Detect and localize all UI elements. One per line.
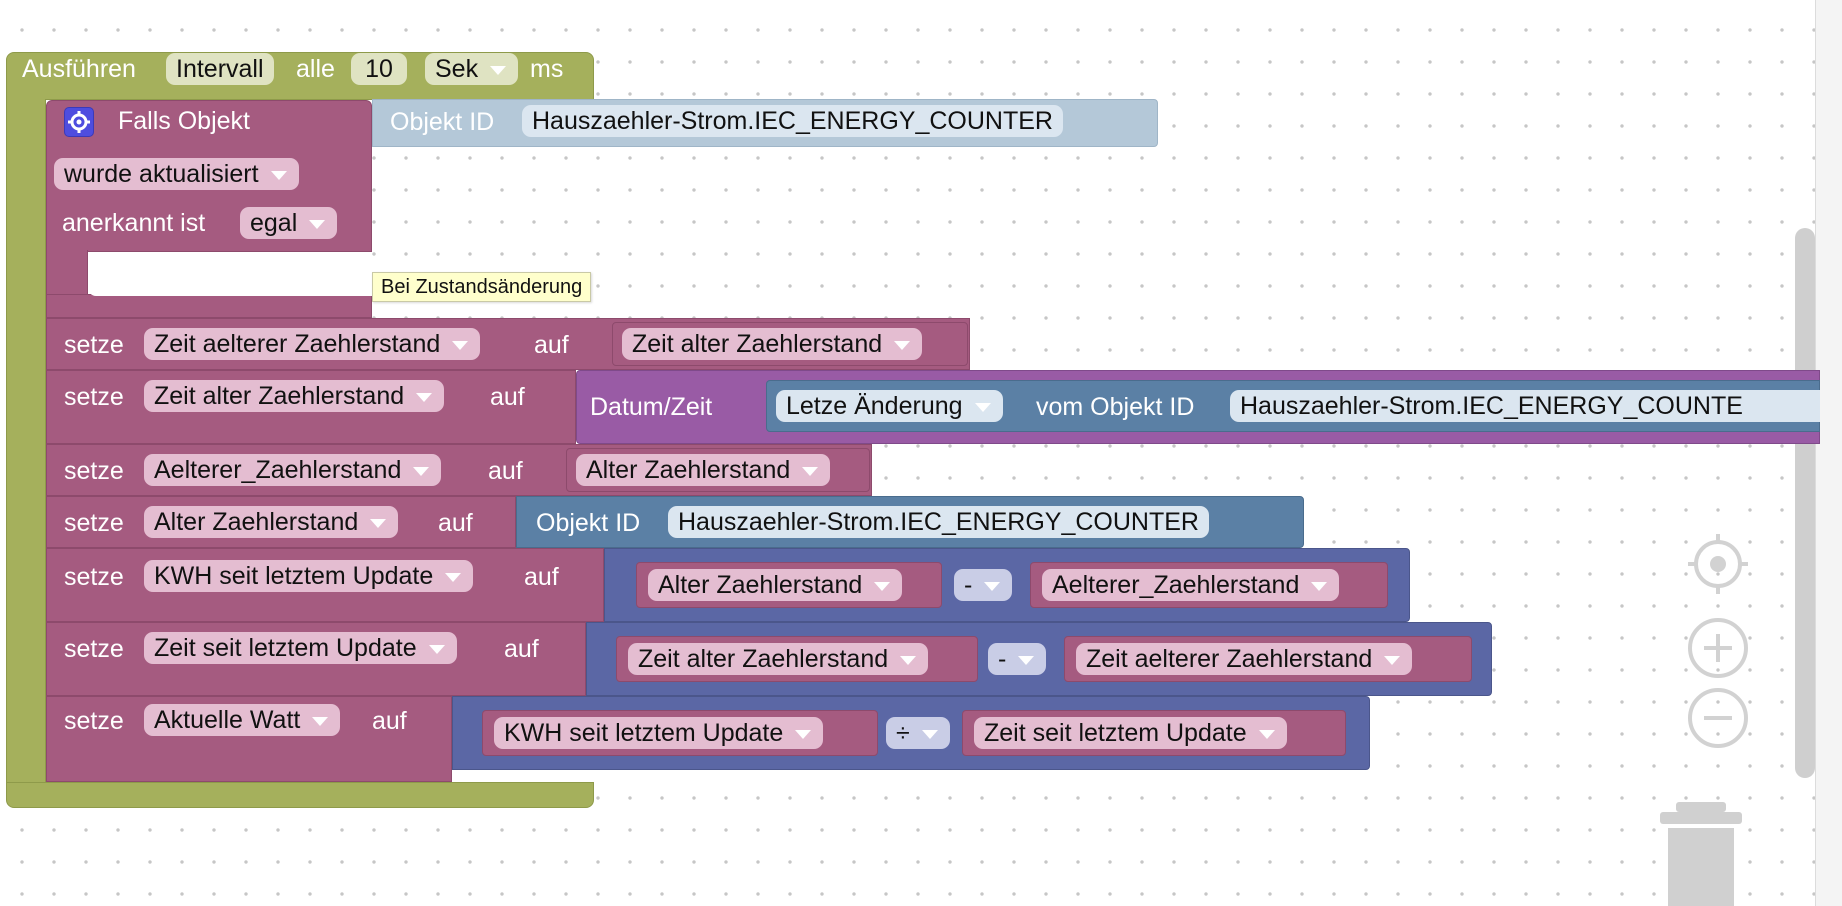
trigger-object-id-label: Objekt ID — [390, 108, 495, 136]
variable-dropdown[interactable]: KWH seit letztem Update — [144, 560, 474, 592]
zoom-in-icon[interactable] — [1686, 616, 1750, 680]
object-id-label: Objekt ID — [536, 509, 641, 537]
value-variable-dropdown[interactable]: Zeit alter Zaehlerstand — [622, 328, 923, 360]
to-keyword: auf — [438, 509, 473, 537]
variable-dropdown[interactable]: Alter Zaehlerstand — [144, 506, 399, 538]
variable-dropdown[interactable]: Zeit seit letztem Update — [144, 632, 457, 664]
variable-dropdown[interactable]: Aktuelle Watt — [144, 704, 341, 736]
interval-block-footer — [6, 782, 594, 808]
tooltip: Bei Zustandsänderung — [372, 272, 592, 302]
from-object-label: vom Objekt ID — [1036, 393, 1195, 421]
to-keyword: auf — [534, 331, 569, 359]
assignment-stack-bottom — [46, 768, 452, 782]
set-keyword: setze — [64, 509, 124, 537]
unit-suffix-label: ms — [530, 55, 564, 83]
set-keyword: setze — [64, 635, 124, 663]
variable-dropdown[interactable]: Aelterer_Zaehlerstand — [144, 454, 442, 486]
trigger-object-id-field[interactable]: Hauszaehler-Strom.IEC_ENERGY_COUNTER — [522, 105, 1063, 137]
attribute-dropdown[interactable]: Letze Änderung — [776, 390, 1003, 422]
zoom-out-icon[interactable] — [1686, 686, 1750, 750]
value-variable-dropdown[interactable]: Alter Zaehlerstand — [576, 454, 831, 486]
set-keyword: setze — [64, 383, 124, 411]
left-operand-dropdown[interactable]: KWH seit letztem Update — [494, 717, 824, 749]
right-operand-dropdown[interactable]: Zeit seit letztem Update — [974, 717, 1287, 749]
left-operand-dropdown[interactable]: Zeit alter Zaehlerstand — [628, 643, 929, 675]
interval-unit-dropdown[interactable]: Sek — [425, 53, 519, 85]
trigger-block-bottom — [46, 294, 372, 318]
operator-dropdown[interactable]: - — [988, 643, 1047, 675]
set-keyword: setze — [64, 707, 124, 735]
statement-slot — [88, 252, 372, 296]
interval-mode-field[interactable]: Intervall — [166, 53, 274, 85]
to-keyword: auf — [524, 563, 559, 591]
object-id-field[interactable]: Hauszaehler-Strom.IEC_ENERGY_COUNTER — [668, 506, 1209, 538]
to-keyword: auf — [490, 383, 525, 411]
right-operand-dropdown[interactable]: Aelterer_Zaehlerstand — [1042, 569, 1340, 601]
interval-value-field[interactable]: 10 — [351, 53, 407, 85]
trigger-title: Falls Objekt — [118, 107, 250, 135]
variable-dropdown[interactable]: Zeit aelterer Zaehlerstand — [144, 328, 481, 360]
right-operand-dropdown[interactable]: Zeit aelterer Zaehlerstand — [1076, 643, 1413, 675]
to-keyword: auf — [488, 457, 523, 485]
datetime-label: Datum/Zeit — [590, 393, 713, 421]
run-label: Ausführen — [22, 55, 136, 83]
trigger-block-spine — [46, 250, 88, 296]
to-keyword: auf — [372, 707, 407, 735]
set-keyword: setze — [64, 457, 124, 485]
object-id-field[interactable]: Hauszaehler-Strom.IEC_ENERGY_COUNTE — [1230, 390, 1820, 422]
trash-icon[interactable] — [1656, 800, 1746, 906]
workspace-edge — [1815, 0, 1842, 906]
event-dropdown[interactable]: wurde aktualisiert — [54, 158, 299, 190]
every-label: alle — [296, 55, 335, 83]
variable-dropdown[interactable]: Zeit alter Zaehlerstand — [144, 380, 445, 412]
vertical-scrollbar[interactable] — [1795, 228, 1815, 778]
set-keyword: setze — [64, 331, 124, 359]
operator-dropdown[interactable]: ÷ — [886, 717, 950, 749]
ack-label: anerkannt ist — [62, 209, 206, 237]
set-keyword: setze — [64, 563, 124, 591]
gear-icon[interactable] — [64, 107, 94, 137]
interval-block-spine — [6, 99, 46, 785]
operator-dropdown[interactable]: - — [954, 569, 1013, 601]
recenter-icon[interactable] — [1686, 532, 1750, 596]
left-operand-dropdown[interactable]: Alter Zaehlerstand — [648, 569, 903, 601]
to-keyword: auf — [504, 635, 539, 663]
ack-dropdown[interactable]: egal — [240, 207, 338, 239]
